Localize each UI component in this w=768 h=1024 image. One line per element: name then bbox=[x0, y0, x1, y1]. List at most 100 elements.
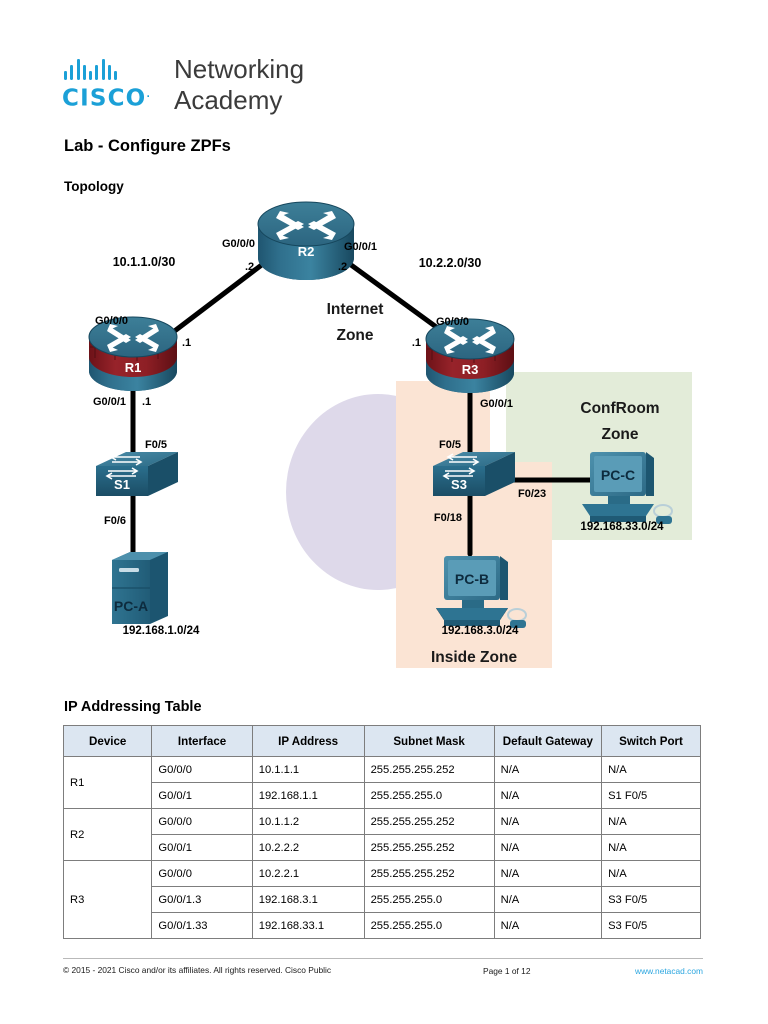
column-header-switch-port: Switch Port bbox=[601, 725, 701, 757]
column-header-device: Device bbox=[62, 725, 153, 757]
device-s3[interactable]: S3 bbox=[433, 452, 515, 496]
topology-heading: Topology bbox=[64, 179, 124, 194]
device-s1[interactable]: S1 bbox=[96, 452, 178, 496]
iface-label-r3-lan: G0/0/1 bbox=[480, 398, 513, 410]
page-title: Lab - Configure ZPFs bbox=[64, 137, 231, 155]
network-label-r2-r3: 10.2.2.0/30 bbox=[419, 256, 482, 270]
network-label-pcb-lan: 192.168.3.0/24 bbox=[442, 625, 519, 637]
table-header-row: Device Interface IP Address Subnet Mask … bbox=[62, 725, 701, 757]
column-header-interface: Interface bbox=[151, 725, 253, 757]
ip-addressing-table: Device Interface IP Address Subnet Mask … bbox=[62, 725, 701, 939]
cell-mask: 255.255.255.252 bbox=[363, 808, 495, 835]
ip-addressing-table-heading: IP Addressing Table bbox=[64, 699, 202, 715]
table-row: G0/0/1 10.2.2.2 255.255.255.252 N/A N/A bbox=[64, 834, 701, 861]
device-pca[interactable]: PC-A bbox=[112, 552, 168, 624]
link-r2-r3 bbox=[333, 251, 453, 340]
device-label-s1: S1 bbox=[114, 477, 130, 492]
device-pcb[interactable]: PC-B bbox=[436, 556, 527, 628]
table-row: G0/0/1 192.168.1.1 255.255.255.0 N/A S1 … bbox=[64, 782, 701, 809]
table-row: R2 G0/0/0 10.1.1.2 255.255.255.252 N/A N… bbox=[62, 808, 701, 861]
cell-gateway: N/A bbox=[493, 756, 603, 783]
cell-gateway: N/A bbox=[493, 782, 603, 809]
cell-interface: G0/0/1 bbox=[151, 834, 253, 861]
cell-ip: 10.1.1.2 bbox=[251, 808, 365, 835]
iface-host-r2-left: .2 bbox=[245, 261, 254, 273]
cisco-wordmark-text: CISCO bbox=[62, 85, 147, 112]
cell-mask: 255.255.255.252 bbox=[363, 860, 495, 887]
cell-port: N/A bbox=[601, 756, 701, 783]
router-arrows-icon bbox=[444, 326, 496, 354]
brand-line-academy: Academy bbox=[174, 85, 283, 115]
device-label-r2: R2 bbox=[298, 244, 315, 259]
router-arrows-icon bbox=[276, 211, 336, 240]
cell-mask: 255.255.255.252 bbox=[363, 756, 495, 783]
page-footer: © 2015 - 2021 Cisco and/or its affiliate… bbox=[63, 958, 703, 976]
footer-netacad-link[interactable]: www.netacad.com bbox=[635, 966, 703, 976]
switch-arrows-icon bbox=[105, 453, 143, 480]
cell-interface: G0/0/1.3 bbox=[151, 886, 253, 913]
network-label-pca-lan: 192.168.1.0/24 bbox=[123, 625, 200, 637]
iface-label-r1-lan: G0/0/1 bbox=[93, 396, 126, 408]
cell-ip: 10.2.2.2 bbox=[251, 834, 365, 861]
cell-port: S1 F0/5 bbox=[601, 782, 701, 809]
column-header-default-gateway: Default Gateway bbox=[493, 725, 603, 757]
network-topology-diagram: R2 bbox=[0, 196, 768, 684]
cell-interface: G0/0/0 bbox=[151, 808, 253, 835]
cell-gateway: N/A bbox=[493, 808, 603, 835]
cell-interface: G0/0/0 bbox=[151, 860, 253, 887]
cell-port: N/A bbox=[601, 860, 701, 887]
iface-host-r1-lan: .1 bbox=[142, 396, 151, 408]
cell-port: S3 F0/5 bbox=[601, 912, 701, 939]
cisco-bridge-icon bbox=[64, 58, 118, 80]
iface-label-s3-uplink: F0/5 bbox=[439, 439, 461, 451]
internet-zone-label-line1: Internet bbox=[327, 301, 384, 318]
cell-mask: 255.255.255.252 bbox=[363, 834, 495, 861]
iface-label-r1-wan: G0/0/0 bbox=[95, 315, 128, 327]
iface-label-r2-left: G0/0/0 bbox=[222, 238, 255, 250]
iface-label-s3-pcc: F0/23 bbox=[518, 488, 546, 500]
cell-device: R2 bbox=[62, 808, 153, 861]
switch-arrows-icon bbox=[442, 453, 480, 480]
topology-links bbox=[130, 251, 593, 559]
iface-label-s1-pca: F0/6 bbox=[104, 515, 126, 527]
device-r1[interactable]: R1 bbox=[88, 316, 178, 391]
network-label-pcc-lan: 192.168.33.0/24 bbox=[580, 521, 664, 533]
iface-host-r3-wan: .1 bbox=[412, 337, 421, 349]
router-arrows-icon bbox=[107, 324, 159, 352]
iface-label-r2-right: G0/0/1 bbox=[344, 241, 377, 253]
footer-page-number: Page 1 of 12 bbox=[483, 966, 531, 976]
brand-line-networking: Networking bbox=[174, 54, 305, 84]
cell-interface: G0/0/1.33 bbox=[151, 912, 253, 939]
device-r2[interactable]: R2 bbox=[257, 201, 355, 280]
cell-gateway: N/A bbox=[493, 912, 603, 939]
iface-host-r1-wan: .1 bbox=[182, 337, 191, 349]
table-row: R1 G0/0/0 10.1.1.1 255.255.255.252 N/A N… bbox=[62, 756, 701, 809]
table-row: R3 G0/0/0 10.2.2.1 255.255.255.252 N/A N… bbox=[62, 860, 701, 939]
network-label-r1-r2: 10.1.1.0/30 bbox=[113, 255, 176, 269]
column-header-subnet-mask: Subnet Mask bbox=[363, 725, 495, 757]
device-label-pca: PC-A bbox=[114, 598, 148, 614]
cisco-logo-mark: CISCO. bbox=[62, 58, 160, 112]
cell-ip: 10.2.2.1 bbox=[251, 860, 365, 887]
table-row: G0/0/1.33 192.168.33.1 255.255.255.0 N/A… bbox=[64, 912, 701, 939]
table-row: G0/0/1.3 192.168.3.1 255.255.255.0 N/A S… bbox=[64, 886, 701, 913]
cell-gateway: N/A bbox=[493, 834, 603, 861]
cisco-wordmark: CISCO. bbox=[62, 85, 150, 112]
device-pcc[interactable]: PC-C bbox=[582, 452, 673, 524]
confroom-zone-label-line1: ConfRoom bbox=[580, 400, 659, 417]
cell-gateway: N/A bbox=[493, 860, 603, 887]
cell-mask: 255.255.255.0 bbox=[363, 886, 495, 913]
footer-copyright: © 2015 - 2021 Cisco and/or its affiliate… bbox=[63, 965, 332, 975]
academy-wordmark: Networking Academy bbox=[174, 54, 304, 116]
cell-gateway: N/A bbox=[493, 886, 603, 913]
cell-ip: 192.168.3.1 bbox=[251, 886, 365, 913]
cell-port: N/A bbox=[601, 834, 701, 861]
device-label-pcc: PC-C bbox=[601, 467, 635, 483]
confroom-zone-label-line2: Zone bbox=[601, 426, 638, 443]
cisco-networking-academy-logo: CISCO. Networking Academy bbox=[62, 54, 304, 116]
device-label-s3: S3 bbox=[451, 477, 467, 492]
iface-label-s1-uplink: F0/5 bbox=[145, 439, 167, 451]
link-r1-r2 bbox=[165, 251, 279, 339]
device-r3[interactable]: R3 bbox=[425, 318, 515, 393]
